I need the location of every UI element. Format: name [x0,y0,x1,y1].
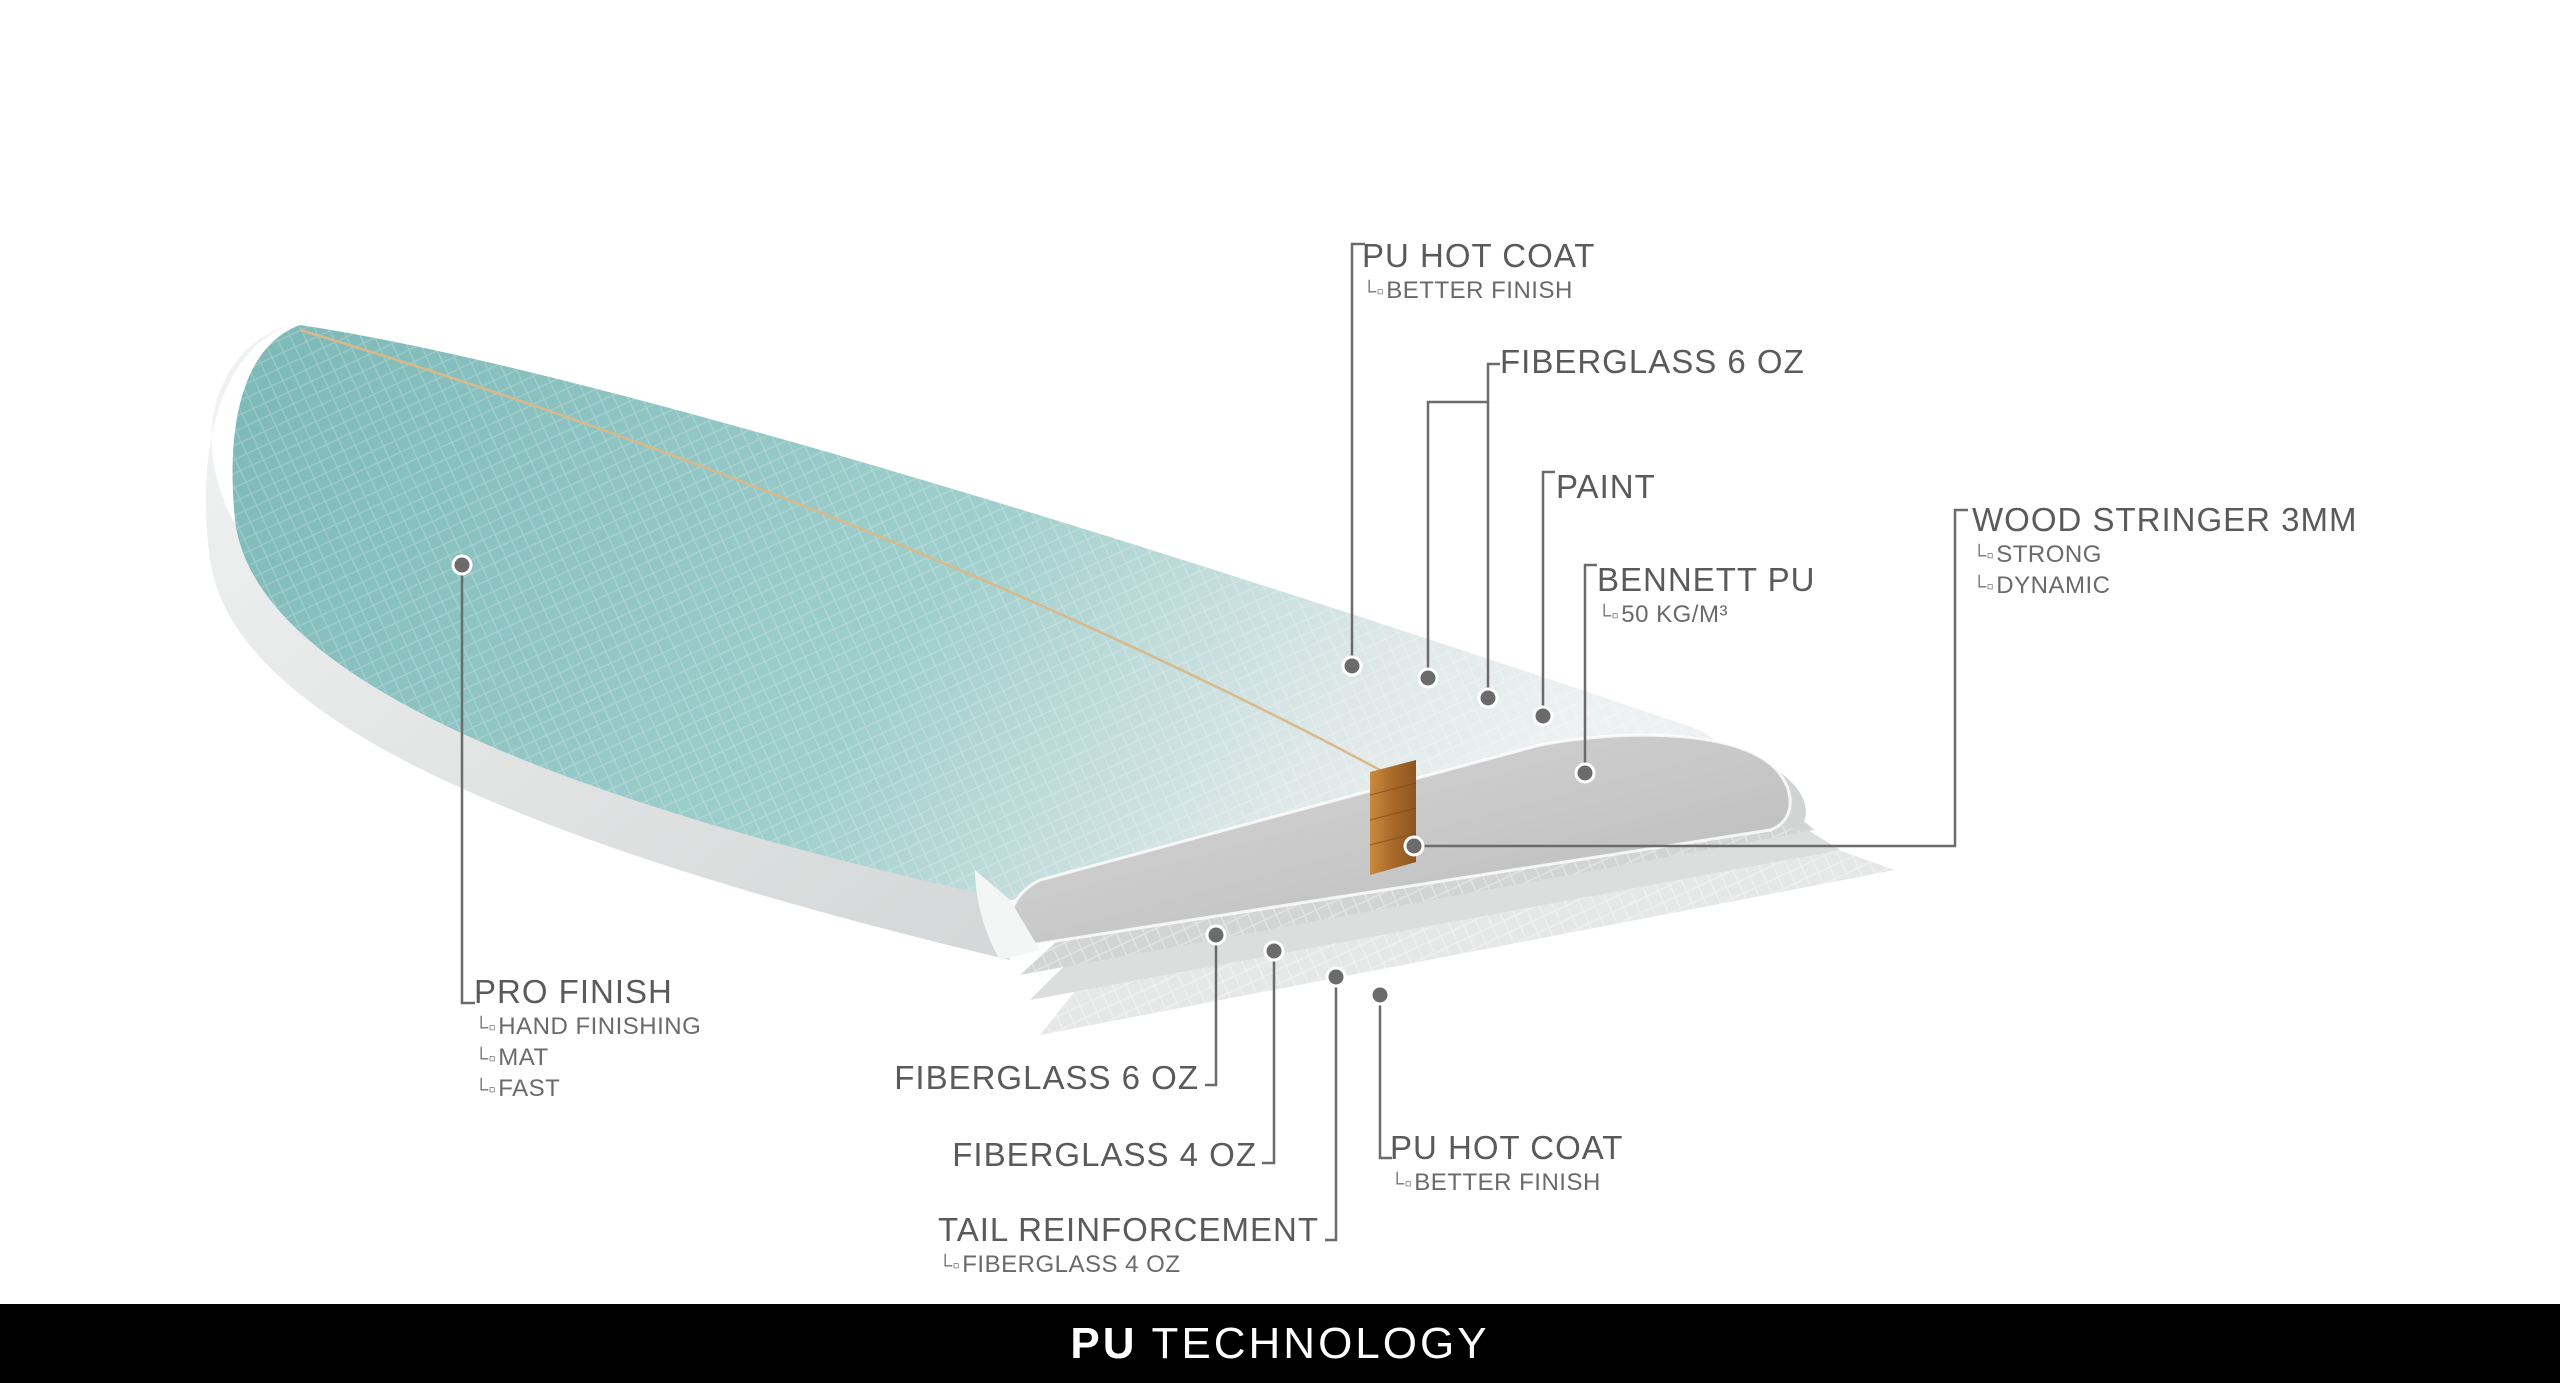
callout-bennett-pu: BENNETT PU 50 KG/M³ [1597,560,1815,631]
callout-paint: PAINT [1556,467,1656,507]
callout-wood-stringer: WOOD STRINGER 3MM STRONG DYNAMIC [1972,500,2358,602]
callout-pro-finish: PRO FINISH HAND FINISHING MAT FAST [474,972,701,1105]
deck-stringer-line [299,328,1381,772]
callout-sub: FAST [474,1074,701,1105]
callout-sub: STRONG [1972,540,2358,571]
callout-title: FIBERGLASS 6 OZ [894,1059,1199,1096]
callout-pu-hot-coat-bottom: PU HOT COAT BETTER FINISH [1390,1128,1623,1199]
callout-fiberglass-4oz-bottom: FIBERGLASS 4 OZ [952,1135,1257,1175]
callout-title: PU HOT COAT [1390,1129,1624,1166]
callout-tail-reinforcement: TAIL REINFORCEMENT FIBERGLASS 4 OZ [938,1210,1319,1281]
footer-banner: PU TECHNOLOGY [0,1304,2560,1383]
callout-fiberglass-6oz-top: FIBERGLASS 6 OZ [1500,342,1805,382]
board-rail [205,325,1010,960]
surfboard-cutaway-illustration [205,242,1968,1242]
footer-text: TECHNOLOGY [1151,1318,1490,1368]
callout-title: TAIL REINFORCEMENT [938,1211,1320,1248]
callout-pu-hot-coat-top: PU HOT COAT BETTER FINISH [1362,236,1595,307]
callout-title: PAINT [1556,468,1656,505]
callout-title: PRO FINISH [474,973,673,1010]
callout-sub: 50 KG/M³ [1597,600,1815,631]
callout-markers [451,554,1596,1006]
callout-title: FIBERGLASS 4 OZ [952,1136,1257,1173]
leader-lines [460,242,1968,1242]
callout-sub: HAND FINISHING [474,1012,701,1043]
callout-title: PU HOT COAT [1362,237,1596,274]
footer-bold-text: PU [1070,1318,1138,1368]
callout-sub: DYNAMIC [1972,571,2358,602]
diagram-stage: PU HOT COAT BETTER FINISH FIBERGLASS 6 O… [0,0,2560,1304]
callout-sub: BETTER FINISH [1362,276,1595,307]
callout-title: FIBERGLASS 6 OZ [1500,343,1805,380]
callout-title: BENNETT PU [1597,561,1816,598]
callout-sub: BETTER FINISH [1390,1168,1623,1199]
callout-sub: FIBERGLASS 4 OZ [938,1250,1319,1281]
callout-title: WOOD STRINGER 3MM [1972,501,2358,538]
callout-sub: MAT [474,1043,701,1074]
wood-stringer-block [1369,760,1417,875]
callout-fiberglass-6oz-bottom: FIBERGLASS 6 OZ [894,1058,1199,1098]
